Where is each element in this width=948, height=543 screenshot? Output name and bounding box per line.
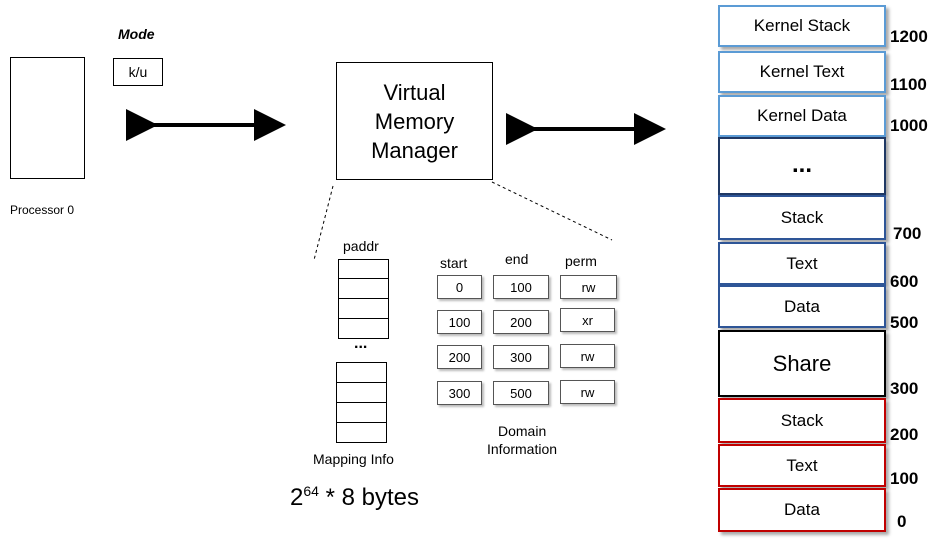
domain-end-cell: 100 — [493, 275, 549, 299]
segment-proc-text: Text — [718, 444, 886, 487]
domain-end-cell: 200 — [493, 310, 549, 334]
segment-user-stack: Stack — [718, 195, 886, 240]
mapping-ellipsis: ... — [354, 335, 368, 352]
segment-label: Data — [784, 500, 820, 519]
domain-caption-line-1: Domain — [498, 423, 547, 439]
domain-perm-cell: rw — [560, 275, 617, 299]
domain-perm-cell: xr — [560, 308, 615, 332]
domain-perm-cell: rw — [560, 344, 615, 368]
mode-value: k/u — [128, 64, 148, 80]
vmm-line-1: Virtual — [383, 79, 446, 105]
segment-proc-stack: Stack — [718, 398, 886, 443]
address-label: 500 — [890, 313, 919, 332]
segment-label: Kernel Data — [757, 106, 847, 125]
mapping-row — [336, 362, 387, 383]
mapping-size: 264 * 8 bytes — [290, 483, 419, 512]
mode-box: k/u — [113, 58, 163, 86]
address-label: 1000 — [890, 116, 928, 135]
segment-kernel-text: Kernel Text — [718, 51, 886, 93]
domain-header-start: start — [440, 255, 468, 271]
domain-header-perm: perm — [565, 253, 597, 269]
mapping-size-rest: * 8 bytes — [318, 484, 419, 511]
segment-label: Text — [786, 455, 818, 475]
segment-user-data: Data — [718, 285, 886, 328]
mapping-row — [336, 422, 387, 443]
mapping-row — [338, 318, 389, 339]
vmm-line-3: Manager — [371, 137, 458, 163]
address-label: 1200 — [890, 27, 928, 46]
segment-proc-data: Data — [718, 488, 886, 532]
address-label: 600 — [890, 272, 919, 291]
mapping-row — [336, 402, 387, 423]
domain-end-cell: 500 — [493, 381, 549, 405]
segment-label: Stack — [780, 207, 824, 227]
domain-caption-line-2: Information — [487, 441, 558, 457]
mapping-size-base: 2 — [290, 484, 304, 511]
domain-start-cell: 0 — [437, 275, 482, 299]
address-label: 300 — [890, 379, 919, 398]
vmm-box: Virtual Memory Manager — [336, 62, 493, 180]
mapping-row — [336, 382, 387, 403]
address-label: 200 — [890, 425, 919, 444]
mapping-size-exponent: 64 — [303, 483, 319, 499]
segment-user-text: Text — [718, 242, 886, 285]
segment-gap: ... — [718, 137, 886, 195]
segment-kernel-stack: Kernel Stack — [718, 5, 886, 47]
mapping-header: paddr — [343, 238, 379, 254]
vmm-line-2: Memory — [374, 108, 455, 134]
mapping-row — [338, 278, 389, 299]
address-label: 700 — [893, 224, 922, 243]
mapping-row — [338, 259, 389, 279]
mapping-caption: Mapping Info — [313, 451, 394, 467]
address-label: 1100 — [890, 75, 927, 94]
segment-label: Share — [772, 350, 832, 376]
domain-header-end: end — [505, 251, 529, 267]
processor-label: Processor 0 — [10, 203, 75, 217]
segment-label: Text — [786, 253, 818, 273]
segment-kernel-data: Kernel Data — [718, 95, 886, 137]
segment-label: Kernel Stack — [753, 16, 851, 35]
domain-end-cell: 300 — [493, 345, 549, 369]
segment-label: Stack — [780, 410, 824, 430]
processor-box — [10, 57, 85, 179]
domain-perm-cell: rw — [560, 380, 615, 404]
address-label: 100 — [890, 469, 919, 488]
segment-label: Data — [784, 296, 820, 316]
domain-start-cell: 200 — [437, 345, 482, 369]
segment-label: ... — [791, 151, 812, 178]
mode-label: Mode — [118, 26, 155, 42]
segment-label: Kernel Text — [759, 62, 845, 81]
zoom-line-left — [313, 185, 334, 261]
mapping-row — [338, 298, 389, 319]
address-label: 0 — [897, 512, 907, 531]
domain-start-cell: 100 — [437, 310, 482, 334]
domain-start-cell: 300 — [437, 381, 482, 405]
segment-share: Share — [718, 330, 886, 397]
zoom-line-right — [491, 181, 613, 241]
